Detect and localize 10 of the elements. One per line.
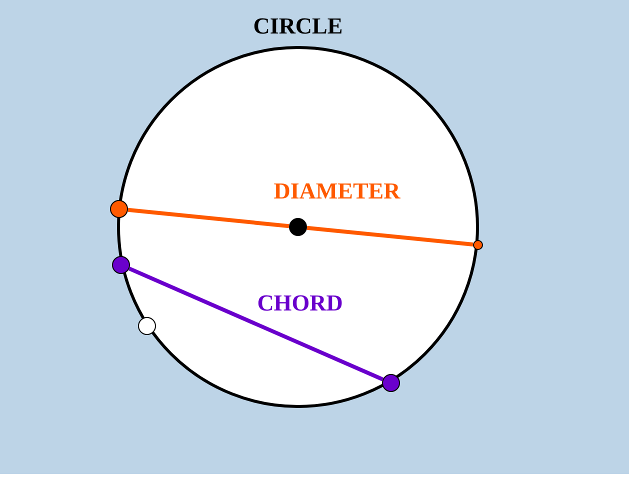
line-segment (128, 266, 384, 382)
title-text: CIRCLE (253, 14, 343, 38)
point-dot (473, 240, 483, 250)
point-dot (289, 218, 307, 236)
line-segment (128, 208, 290, 228)
line-segment (306, 226, 474, 246)
point-dot (112, 256, 130, 274)
point-dot (382, 374, 400, 392)
point-dot (138, 317, 156, 335)
point-dot (110, 200, 128, 218)
